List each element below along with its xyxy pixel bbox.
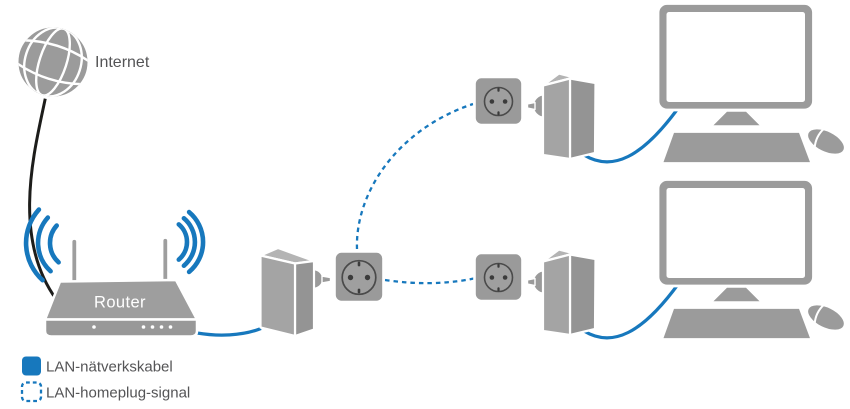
computer-2-stand bbox=[709, 285, 764, 304]
socket-top-well bbox=[483, 86, 514, 117]
wall-socket-middle-icon bbox=[333, 250, 385, 304]
router-antenna-left bbox=[70, 238, 78, 286]
adapter-1-plug-pin bbox=[321, 275, 332, 284]
adapter-2-front-face bbox=[541, 77, 572, 161]
adapter-1-front-face bbox=[259, 254, 297, 338]
internet-globe-icon bbox=[15, 24, 91, 100]
wall-socket-top-icon bbox=[473, 75, 524, 127]
workstation-unit-1 bbox=[473, 2, 847, 165]
computer-1-mouse-icon bbox=[805, 126, 847, 157]
adapter-3-to-computer-2-lan-cable bbox=[583, 282, 681, 340]
router-icon: Router bbox=[23, 207, 206, 338]
workstation-unit-2 bbox=[473, 178, 847, 341]
router-antenna-right bbox=[161, 237, 169, 285]
router-status-leds bbox=[92, 325, 173, 329]
router-front-face bbox=[43, 318, 199, 338]
internet-label: Internet bbox=[95, 54, 150, 71]
wifi-waves-left-icon bbox=[23, 207, 61, 283]
computer-2-screen bbox=[666, 188, 805, 278]
adapter-3-plug-pin bbox=[526, 277, 536, 287]
wall-socket-bottom-icon bbox=[473, 251, 524, 303]
computer-1-screen bbox=[666, 12, 805, 102]
router-to-adapter-lan-cable bbox=[196, 327, 262, 337]
computer-1-icon bbox=[656, 2, 847, 165]
computer-2-icon bbox=[656, 178, 847, 341]
adapter-3-side-face bbox=[568, 253, 597, 337]
internet-to-router-cable bbox=[28, 94, 58, 300]
homeplug-signal-line-up bbox=[355, 102, 474, 250]
powerline-adapter-2-icon bbox=[526, 72, 597, 161]
legend-label-lan-cable: LAN-nätverkskabel bbox=[46, 359, 173, 376]
legend-swatch-homeplug-signal bbox=[20, 381, 43, 403]
legend-swatch-lan-cable bbox=[22, 356, 41, 376]
socket-middle-well bbox=[341, 259, 377, 296]
adapter-1-side-face bbox=[293, 259, 316, 338]
legend: LAN-nätverkskabel LAN-homeplug-signal bbox=[20, 356, 190, 403]
powerline-adapter-1-icon bbox=[259, 246, 332, 338]
adapter-2-plug-pin bbox=[526, 101, 536, 111]
computer-2-mouse-icon bbox=[805, 302, 847, 333]
homeplug-signal-line-right bbox=[384, 277, 475, 285]
adapter-3-front-face bbox=[541, 253, 572, 337]
wifi-waves-right-icon bbox=[176, 209, 206, 275]
adapter-2-side-face bbox=[568, 77, 597, 161]
router-label: Router bbox=[94, 294, 146, 312]
legend-label-homeplug-signal: LAN-homeplug-signal bbox=[46, 385, 190, 402]
socket-bottom-well bbox=[483, 262, 514, 293]
computer-1-stand bbox=[709, 109, 764, 128]
adapter-2-to-computer-1-lan-cable bbox=[583, 106, 681, 164]
computer-2-keyboard bbox=[660, 306, 814, 341]
globe-circle bbox=[15, 24, 91, 100]
computer-1-keyboard bbox=[660, 130, 814, 165]
powerline-adapter-3-icon bbox=[526, 248, 597, 337]
